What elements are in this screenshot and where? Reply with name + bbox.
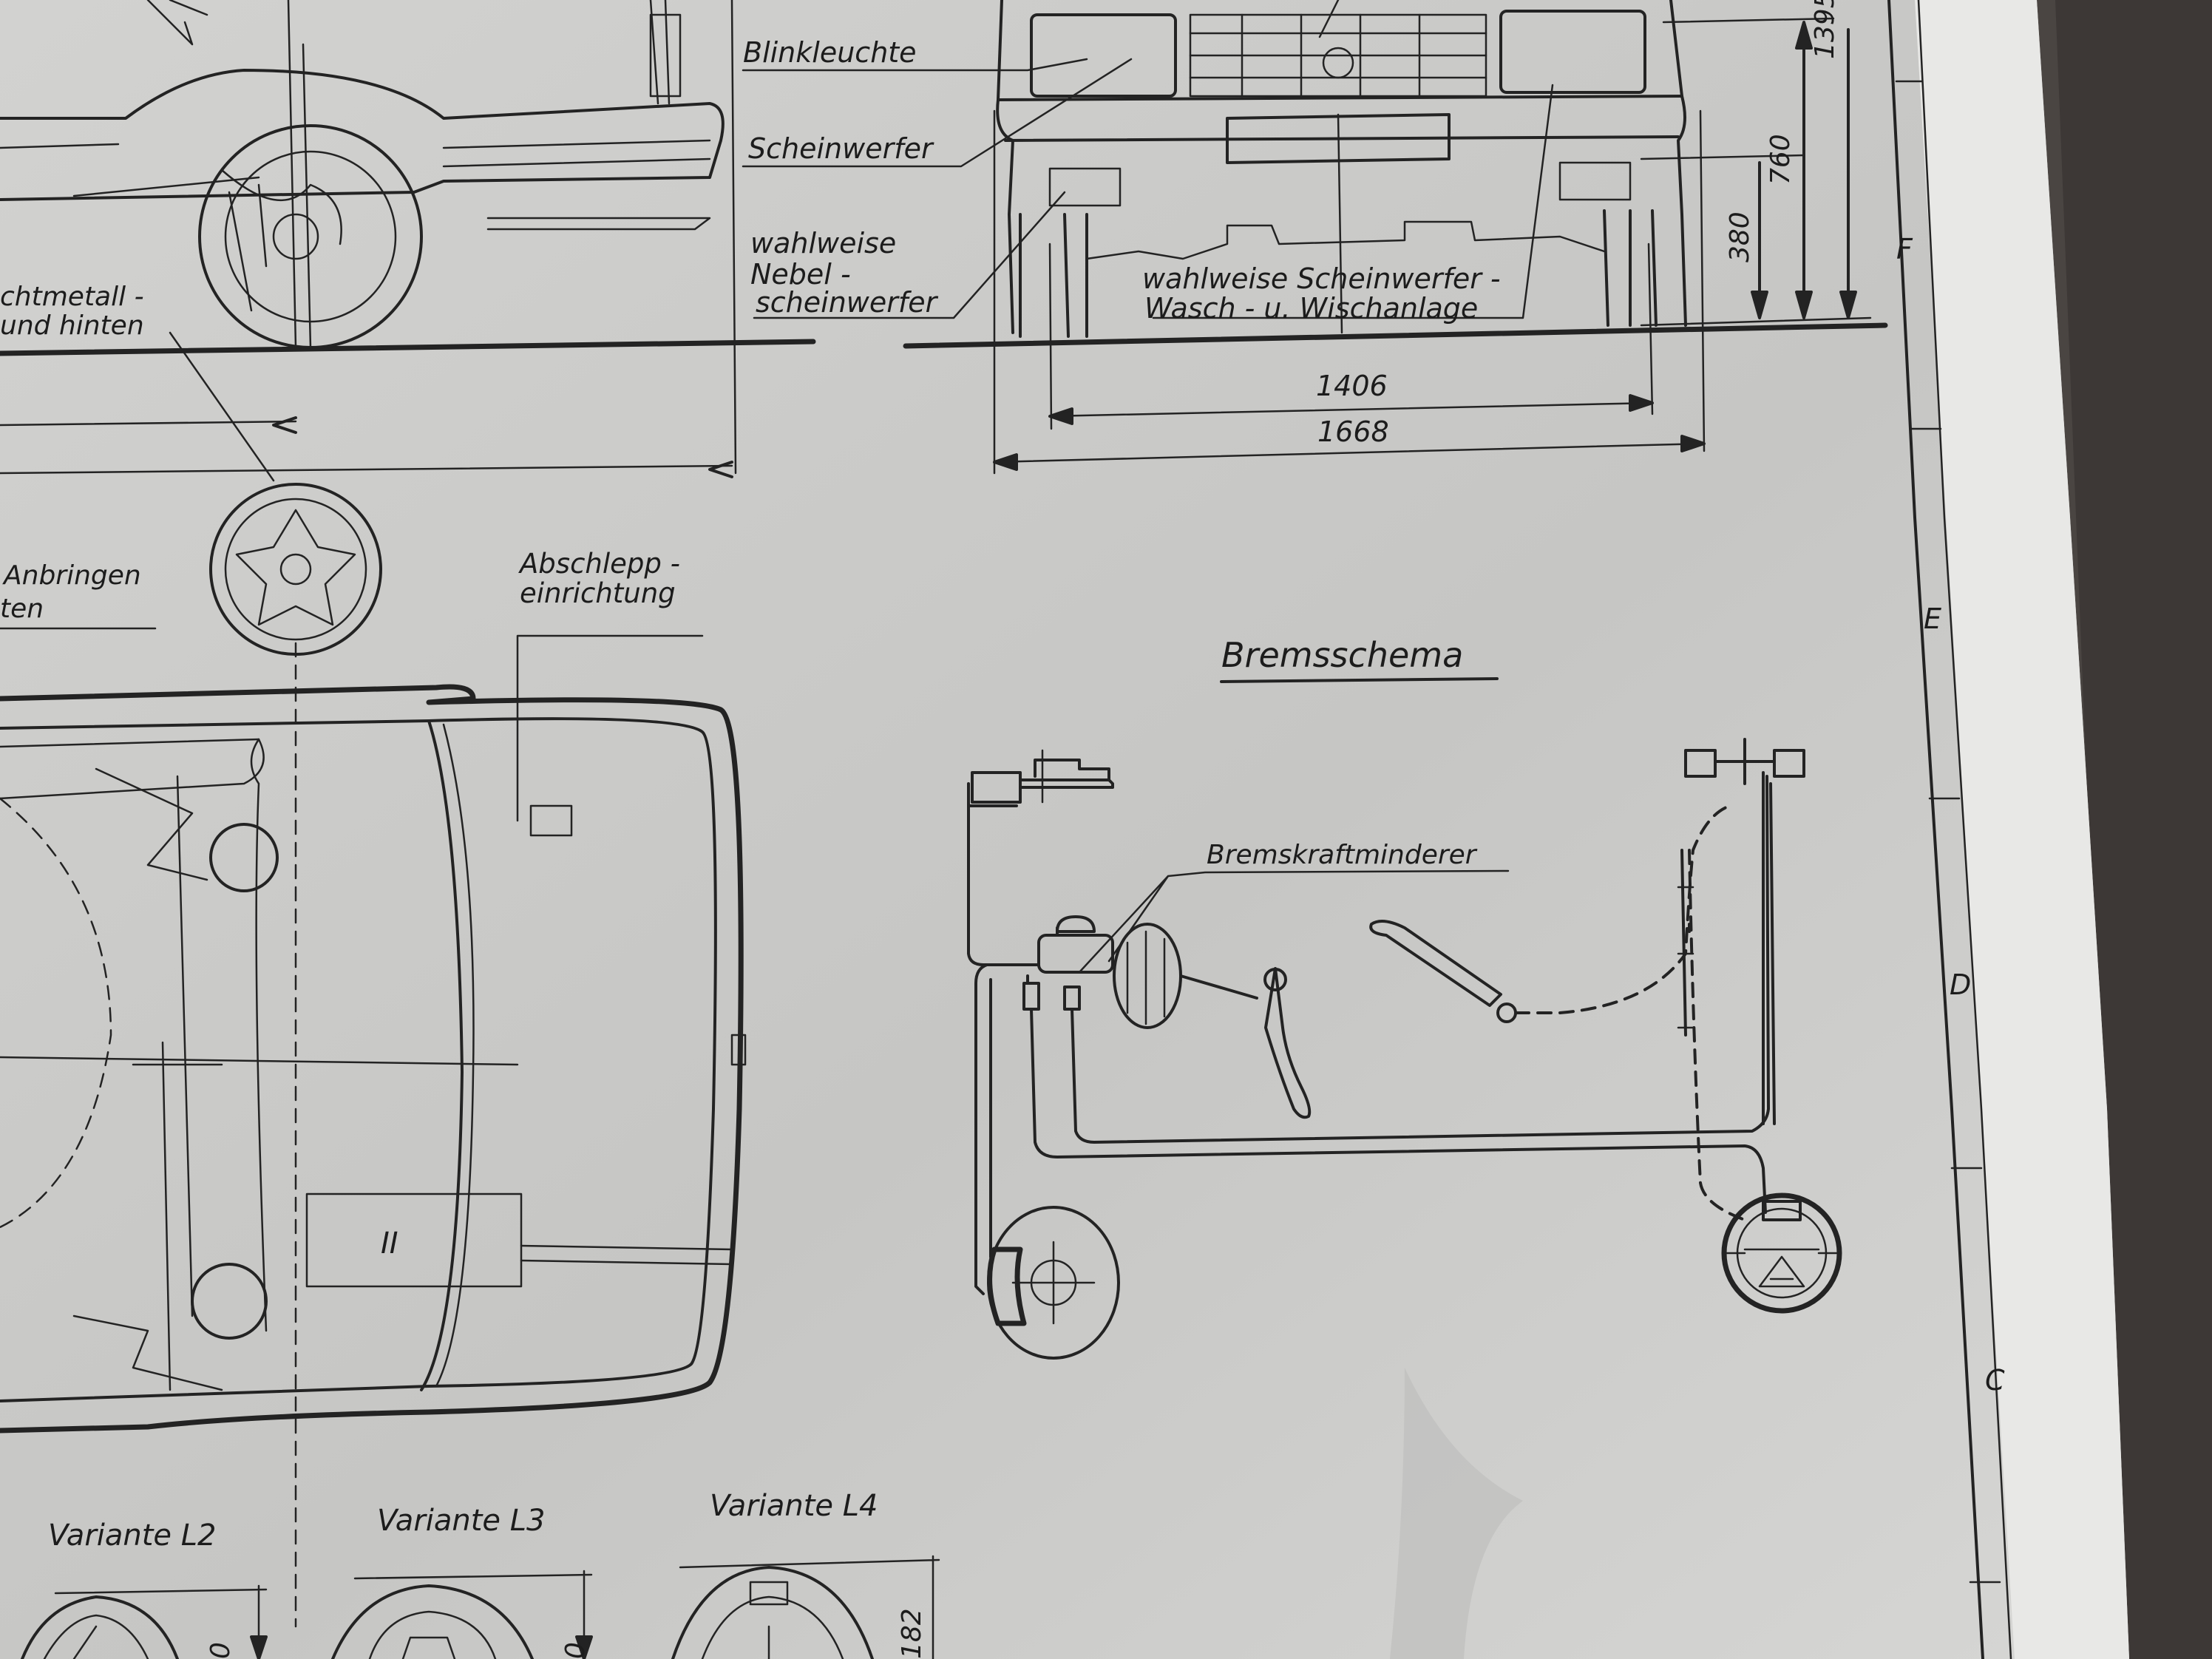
label-abschlepp-line1: Abschlepp -	[518, 548, 680, 580]
label-wasch-line2: Wasch - u. Wischanlage	[1144, 292, 1478, 325]
label-nebel-line2: Nebel -	[750, 258, 851, 291]
front-view-drawing	[742, 0, 1888, 475]
label-blinkleuchte: Blinkleuchte	[743, 36, 917, 69]
variant-dim-l2: 0	[206, 1642, 236, 1659]
side-label-line2: und hinten	[0, 311, 144, 341]
dim-track-width: 1406	[1316, 370, 1388, 402]
label-scheinwerfer: Scheinwerfer	[748, 132, 934, 165]
variant-label-l2: Variante L2	[48, 1519, 216, 1553]
variant-dim-l4: 182	[897, 1608, 927, 1659]
label-anbringen-line2: ten	[0, 594, 44, 624]
grid-letter-c: C	[1985, 1364, 2005, 1397]
variant-label-l4: Variante L4	[710, 1489, 878, 1523]
top-view-labels: Anbringen ten Abschlepp - einrichtung II	[0, 548, 680, 1261]
label-nebel-line3: scheinwerfer	[756, 286, 939, 319]
top-view-drawing	[0, 483, 747, 1628]
grid-letter-d: D	[1950, 968, 1971, 1001]
brake-schema-drawing	[967, 738, 1842, 1360]
label-anbringen-line1: Anbringen	[2, 560, 141, 591]
table-shadow	[2055, 0, 2212, 1659]
brake-schema-title: Bremsschema	[1221, 635, 1463, 675]
top-view-marker: II	[381, 1227, 398, 1261]
dim-height-mid: 760	[1765, 134, 1796, 185]
dim-overall-width: 1668	[1317, 415, 1389, 448]
variant-dimensions: 0 0 182	[206, 1608, 927, 1659]
dim-height-low: 380	[1725, 211, 1755, 262]
paper-margin	[1915, 0, 2129, 1659]
label-wasch-line1: wahlweise Scheinwerfer -	[1142, 262, 1501, 295]
paper-fold-shadow	[1390, 1368, 1523, 1659]
variant-steering-wheels	[21, 1555, 940, 1659]
label-abschlepp-line2: einrichtung	[520, 577, 676, 609]
variants-row: Variante L2 Variante L3 Variante L4	[48, 1489, 878, 1553]
dim-height-total: 1395	[1810, 0, 1840, 59]
side-label-line1: chtmetall -	[0, 282, 144, 312]
variant-label-l3: Variante L3	[377, 1504, 545, 1538]
front-view-labels: Blinkleuchte Scheinwerfer wahlweise Nebe…	[743, 0, 1840, 448]
side-view-drawing	[0, 0, 816, 482]
brake-regulator-label: Bremskraftminderer	[1207, 840, 1478, 870]
grid-letters: F E D C	[1896, 233, 2005, 1397]
grid-letter-f: F	[1896, 233, 1913, 265]
grid-letter-e: E	[1924, 603, 1941, 635]
drawing-border	[1887, 0, 2012, 1659]
variant-dim-l3: 0	[560, 1642, 591, 1659]
label-nebel-line1: wahlweise	[750, 227, 896, 259]
brake-schema-title-underline	[1220, 677, 1499, 683]
paper-sheet	[0, 0, 2129, 1659]
